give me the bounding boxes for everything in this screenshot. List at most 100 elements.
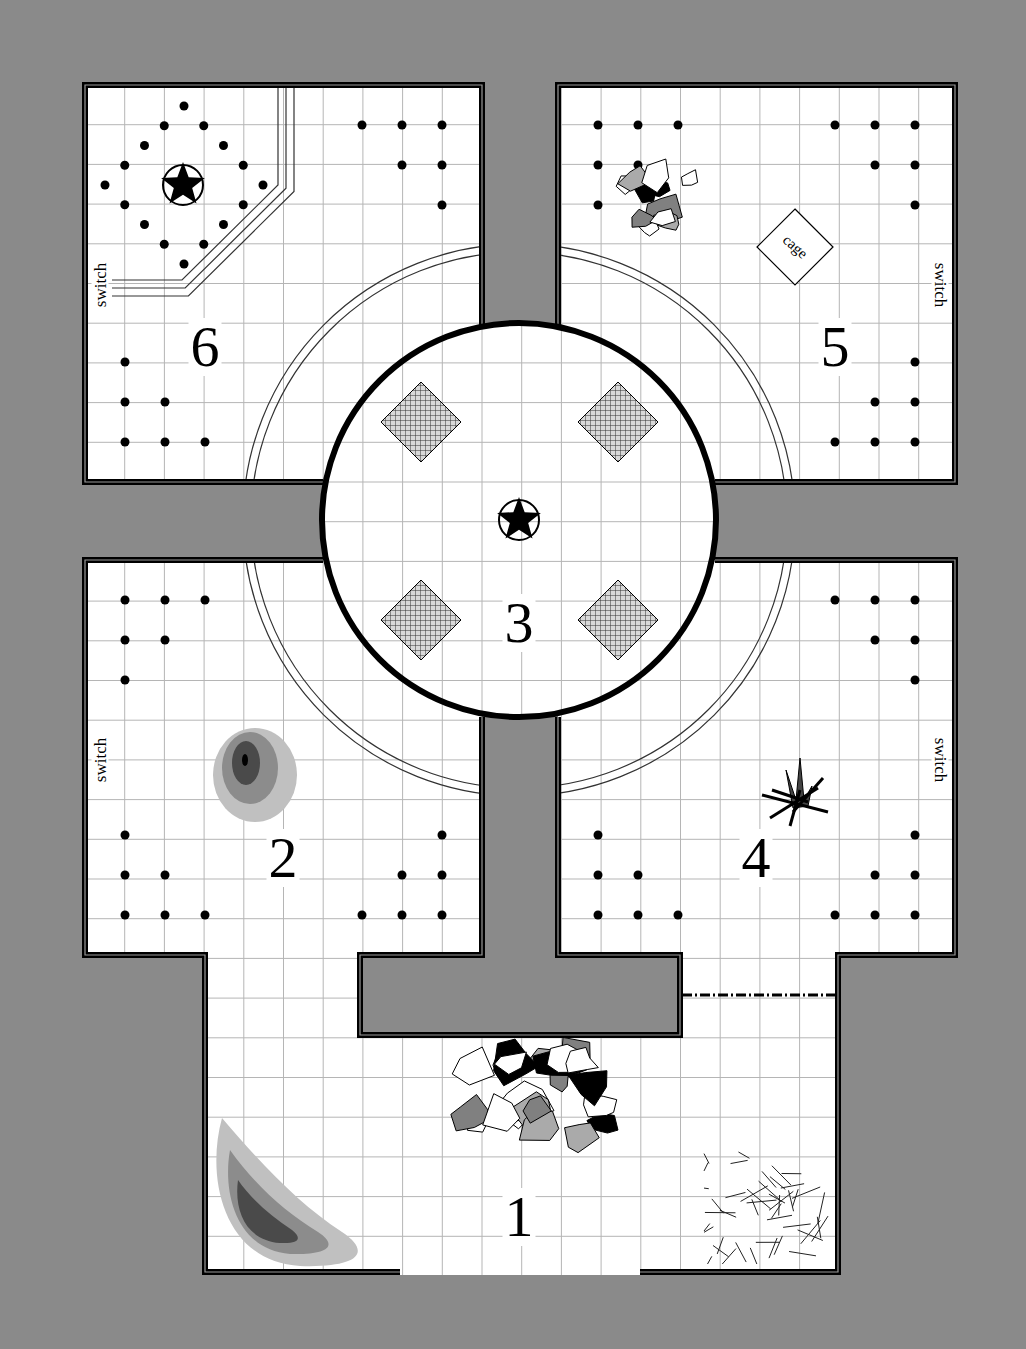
dashed-barrier [682,994,836,997]
pillar-dot [871,636,880,645]
channel-line [112,88,286,288]
web-stroke [778,1195,780,1215]
pillar-dot [634,121,643,130]
grid-line [80,1276,960,1277]
web-stroke [731,1160,748,1163]
pillar-dot [634,911,643,920]
pillar-dot [438,161,447,170]
pillar-dot [911,438,920,447]
switch-label: switch [932,261,949,309]
pillar-dot [438,831,447,840]
pillar-dot [201,438,210,447]
web-stroke [750,1248,757,1264]
pillar-dot [594,161,603,170]
wall-inner-line [85,560,400,1272]
room-area: 1 [205,955,838,1272]
web-stroke [704,1188,709,1190]
web-stroke [752,1199,758,1215]
pillar-dot [911,636,920,645]
rubble-shard [681,170,697,186]
pool-blob [228,1150,328,1254]
pool-blob [213,728,297,822]
pillar-dot [831,121,840,130]
web-stroke [747,1189,771,1209]
pillar-dot [161,636,170,645]
pillar-dot [121,676,130,685]
pillar-dot [871,121,880,130]
hatched-diamond [381,382,461,462]
web-stroke [741,1186,768,1202]
pool-blob [237,1180,298,1243]
pillar-dot [180,102,189,111]
wall-inner-line [360,717,680,1035]
pillar-dot [911,676,920,685]
rubble-shard [642,159,669,193]
pillar-dot [201,596,210,605]
pillar-dot [259,181,268,190]
pillar-dot [871,911,880,920]
pillar-dot [358,911,367,920]
rubble-shard [565,1123,600,1153]
pillar-dot [120,200,129,209]
wall [558,85,955,482]
pillar-dot [160,121,169,130]
pillar-dot [911,398,920,407]
pillar-dot [199,121,208,130]
pillar-dot [121,358,130,367]
pillar-dot [911,871,920,880]
pillar-dot [398,121,407,130]
web-stroke [725,1192,745,1197]
grid-line [80,680,960,681]
solid-rock [360,955,680,1035]
hatched-diamond [578,382,658,462]
rubble-shard [494,1039,539,1086]
spike-line [772,790,808,802]
pillar-dot [398,871,407,880]
pillar-dot [180,260,189,269]
pillar-dot [438,201,447,210]
spike-line [790,790,800,826]
wall-inner-line [558,85,955,482]
web-stroke [704,1154,709,1164]
web-stroke [781,1184,804,1188]
rubble-shard [494,1052,526,1074]
room-area: switch6 [85,85,482,482]
web-stroke [722,1249,736,1264]
web-branches [704,1152,828,1264]
web-stroke [762,1171,776,1187]
ring-arc [243,244,795,796]
pillar-dot [594,871,603,880]
pillar-dot [911,596,920,605]
web-stroke [713,1245,729,1256]
pool-blob [232,741,260,785]
pillar-dot [634,871,643,880]
pillar-dot [871,438,880,447]
grid-line [80,402,960,403]
room-number: 1 [503,1188,536,1246]
pillar-dot [831,911,840,920]
pillar-dot [219,220,228,229]
rubble-shard [566,1047,598,1073]
pillar-dot [239,200,248,209]
hatched-diamond [381,580,461,660]
pillar-dot [161,871,170,880]
pillar-dot [911,911,920,920]
pillar-dot [831,438,840,447]
web-stroke [704,1163,708,1171]
pillar-dot [831,596,840,605]
rubble-shard [550,1075,568,1092]
pillar-dot [121,398,130,407]
rubble-shard [568,1071,607,1106]
web-stroke [798,1230,823,1241]
pillar-dot [120,161,129,170]
web-stroke [759,1181,782,1201]
pillar-dot [594,911,603,920]
wall [360,717,680,1035]
grid-line [80,204,960,205]
pillar-dot [219,141,228,150]
wall-inner-line [640,560,955,1272]
web-stroke [789,1190,794,1211]
pillar-dot [140,141,149,150]
